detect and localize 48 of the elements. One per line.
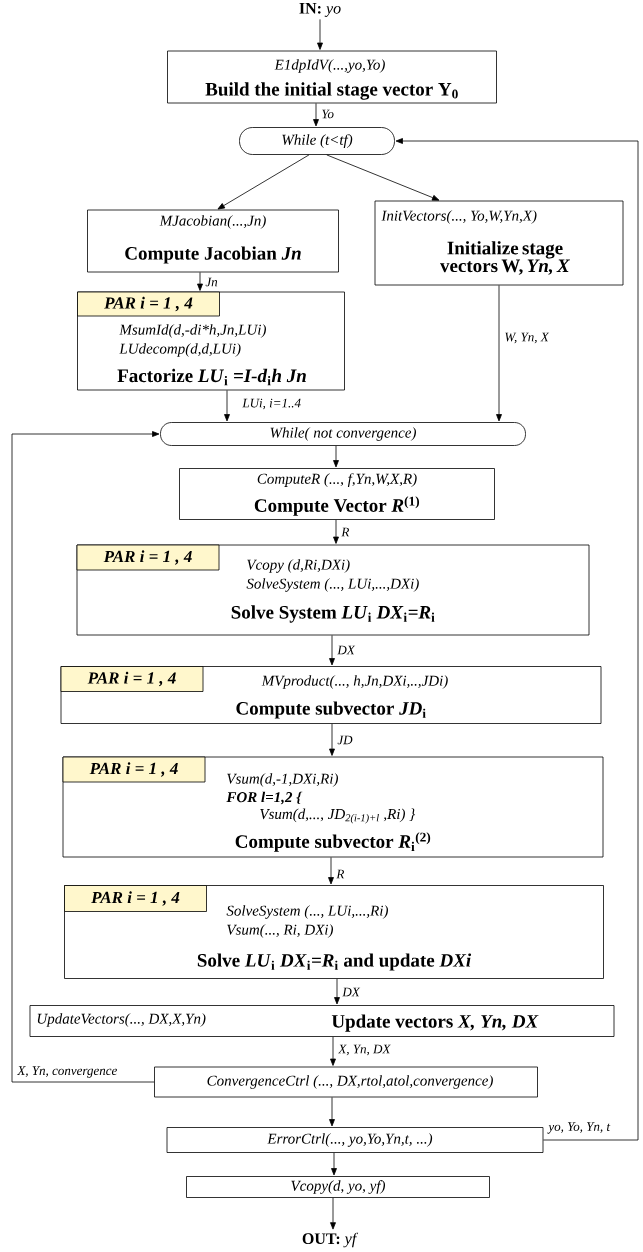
process-box: UpdateVectors(..., DX,X,Yn) Update vectors X, Yn, DX bbox=[29, 1005, 615, 1037]
arrow bbox=[224, 390, 230, 422]
parallel-tag: PAR i = 1 , 4 bbox=[77, 291, 220, 317]
arrow bbox=[331, 1152, 337, 1176]
arrow bbox=[328, 857, 334, 885]
arrow bbox=[329, 1097, 335, 1127]
process-box: ErrorCtrl(..., yo,Yo,Yn,t, ...) bbox=[166, 1127, 544, 1153]
edge-label: DX bbox=[341, 986, 361, 998]
parallel-tag: PAR i = 1 , 4 bbox=[76, 544, 220, 571]
arrow bbox=[197, 272, 203, 291]
edge-label: W, Yn, X bbox=[503, 331, 550, 345]
edge-label: JD bbox=[336, 734, 354, 746]
arrow bbox=[317, 18, 323, 50]
arrow bbox=[395, 138, 639, 1141]
edge-label: DX bbox=[336, 644, 356, 656]
arrow bbox=[217, 154, 310, 210]
edge-label: X, Yn, convergence bbox=[16, 1065, 119, 1079]
edge-label: X, Yn, DX bbox=[337, 1043, 392, 1057]
arrow bbox=[329, 635, 335, 666]
io-label: IN: yo bbox=[299, 3, 341, 17]
process-box: E1dpIdV(...,yo,Yo) Build the initial stage vector Y$_{0}$ bbox=[167, 50, 497, 104]
arrow bbox=[496, 285, 502, 422]
parallel-tag: PAR i = 1 , 4 bbox=[62, 756, 206, 783]
edge-label: LUi, i=1..4 bbox=[241, 397, 302, 411]
process-box: MJacobian(...,Jn) Compute Jacobian Jn bbox=[87, 209, 339, 273]
parallel-tag: PAR i = 1 , 4 bbox=[64, 885, 207, 912]
loop-terminator: While (t<tf) bbox=[239, 127, 395, 155]
arrow bbox=[313, 103, 319, 127]
arrow bbox=[333, 445, 339, 468]
process-box: ConvergenceCtrl (..., DX,rtol,atol,convergence) bbox=[154, 1066, 538, 1098]
edge-label: Yo bbox=[320, 108, 335, 120]
process-box: ComputeR (..., f,Yn,W,X,R) Compute Vector R$^{(1)}$ bbox=[179, 468, 495, 520]
arrow bbox=[11, 431, 160, 1083]
edge-label: Jn bbox=[204, 276, 219, 288]
loop-terminator: While( not convergence) bbox=[160, 422, 526, 446]
arrow bbox=[333, 519, 339, 544]
arrow bbox=[334, 978, 340, 1005]
edge-label: yo, Yo, Yn, t bbox=[547, 1121, 612, 1135]
process-box: Vcopy(d, yo, yf) bbox=[186, 1176, 490, 1198]
arrow bbox=[326, 154, 440, 201]
arrow bbox=[330, 1036, 336, 1066]
io-label: OUT: yf bbox=[302, 1232, 359, 1248]
arrow bbox=[329, 723, 335, 756]
parallel-tag: PAR i = 1 , 4 bbox=[60, 666, 204, 692]
edge-label: R bbox=[340, 526, 351, 538]
arrow bbox=[330, 1197, 336, 1230]
process-box: InitVectors(..., Yo,W,Yn,X) Initialize stage vectors W, Yn, X bbox=[374, 200, 624, 286]
edge-label: R bbox=[335, 868, 346, 880]
